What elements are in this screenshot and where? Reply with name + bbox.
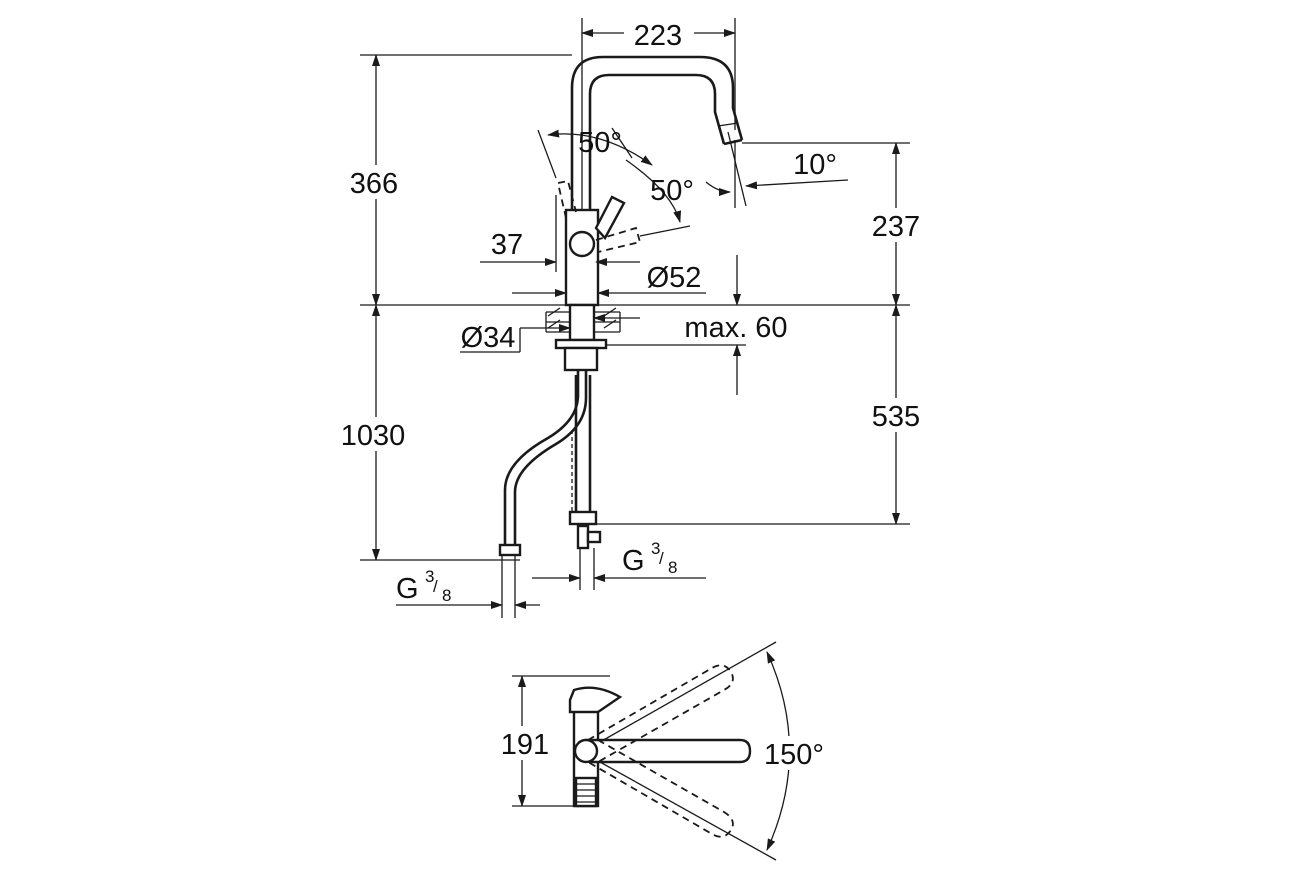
lever-angle-arc-side [625,159,682,223]
connection-left-den: 8 [442,586,451,605]
dim-body-diameter: Ø52 [647,262,702,294]
connection-label-right: G 3 / 8 [622,539,677,577]
connection-left-prefix: G [396,573,419,605]
supply-valve [576,524,590,550]
lever-angle-ext-side [639,225,691,237]
mounting-plate [554,338,608,350]
lever [594,195,626,241]
connection-right-prefix: G [622,545,645,577]
plan-spout-dashed-upper [587,664,734,763]
dim-spout-reach: 223 [634,20,682,52]
dim-plan-depth: 191 [501,729,549,761]
mounting-nut-right [594,311,621,333]
connection-right-num: 3 [651,539,660,558]
plan-view: 150° 191 [494,641,834,861]
dim-lever-angle-top: 50° [578,127,622,159]
plan-spout-dashed-lower [587,739,734,838]
dim-swivel-angle: 150° [764,739,824,771]
dim-lever-angle-side: 50° [650,175,694,207]
spout-outlet [723,138,743,146]
dim-lever-offset: 37 [491,229,523,261]
lever-position-up [556,179,577,219]
plan-angle-ext-top [599,641,777,743]
plan-angle-ext-bottom [599,761,777,861]
connection-left-num: 3 [425,567,434,586]
spout-inner [588,73,726,215]
plan-thread-lines [576,783,596,803]
lever-angle-arc-top [547,129,653,166]
dim-spout-outlet-height: 237 [872,211,920,243]
spout [570,55,744,215]
spout-tilt-arrow-right [745,179,849,190]
side-elevation-view: 223 366 50° 50° 10° 237 37 Ø52 [330,18,934,618]
faucet-body [564,208,600,307]
hose-fitting-left [498,543,522,557]
spout-tilt-arrow-left [705,181,731,196]
connection-right-den: 8 [668,558,677,577]
dim-max-deck-thickness: max. 60 [684,312,787,344]
plan-lever [568,686,623,714]
dim-spout-tilt: 10° [793,149,837,181]
plan-spout-pivot [573,738,599,764]
mounting-shank [568,303,596,342]
supply-fitting [568,510,598,526]
lever-position-down [595,226,642,253]
connection-right-slash: / [659,549,664,568]
spout-tilt-axis [727,131,747,207]
connection-label-left: G 3 / 8 [396,567,451,605]
dim-shank-diameter: Ø34 [461,322,516,354]
mounting-bolt [563,346,599,372]
supply-valve-knob [586,530,602,544]
pull-out-hose-inner [513,370,588,548]
body-joint [568,230,596,258]
dim-total-length: 1030 [341,420,406,452]
dim-height-above-deck: 366 [350,168,398,200]
lever-angle-ext-left [537,129,557,179]
connection-left-slash: / [433,577,438,596]
dim-hose-length: 535 [872,401,920,433]
